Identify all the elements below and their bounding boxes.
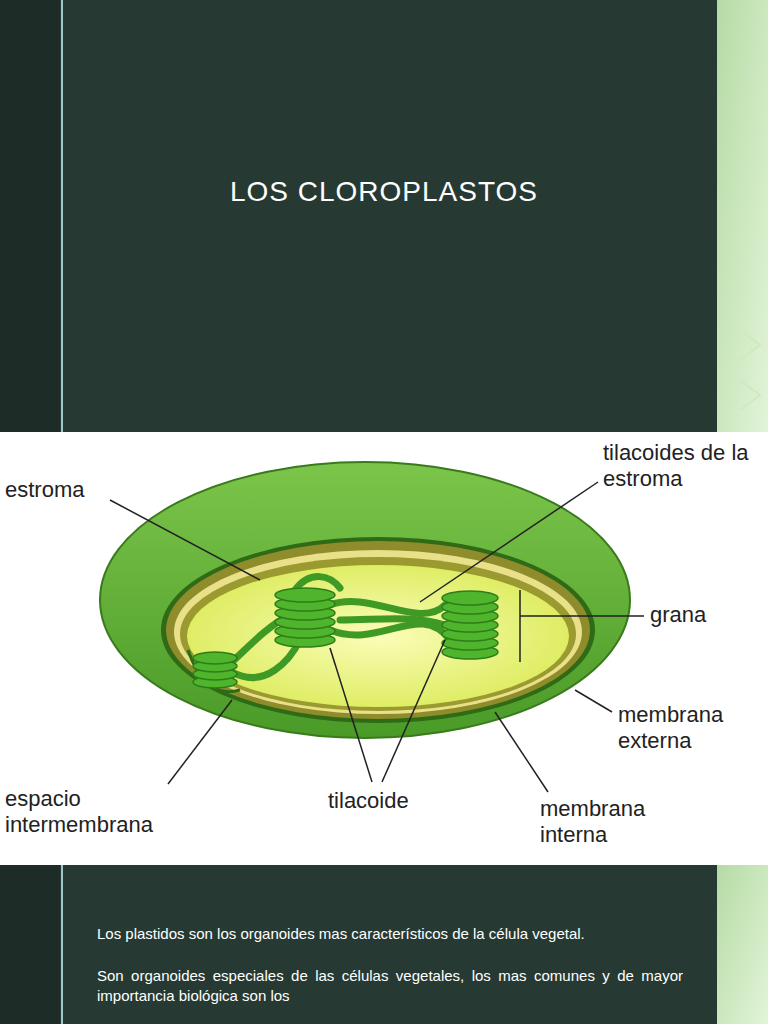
part-label: membrana interna — [540, 796, 690, 848]
side-band — [717, 865, 768, 1024]
part-label: estroma — [5, 477, 115, 503]
chloroplast — [100, 462, 630, 738]
body-text: Son organoides especiales de las células… — [97, 966, 683, 1006]
part-label: espacio intermembrana — [5, 786, 210, 838]
accent-line — [61, 0, 63, 432]
part-label: membrana externa — [618, 702, 763, 754]
leader-lines — [110, 482, 644, 792]
slide-background — [0, 865, 768, 1024]
body-text: Los plastidos son los organoides mas car… — [97, 924, 683, 944]
decoration — [740, 330, 760, 410]
side-band — [717, 0, 768, 432]
side-band — [0, 0, 60, 432]
accent-line — [61, 865, 63, 1024]
slide-title: LOS CLOROPLASTOS — [64, 176, 704, 208]
part-label: grana — [650, 602, 750, 628]
side-band — [0, 865, 60, 1024]
part-label: tilacoide — [328, 788, 438, 814]
part-label: tilacoides de la estroma — [603, 440, 755, 492]
slide-background — [0, 0, 768, 432]
